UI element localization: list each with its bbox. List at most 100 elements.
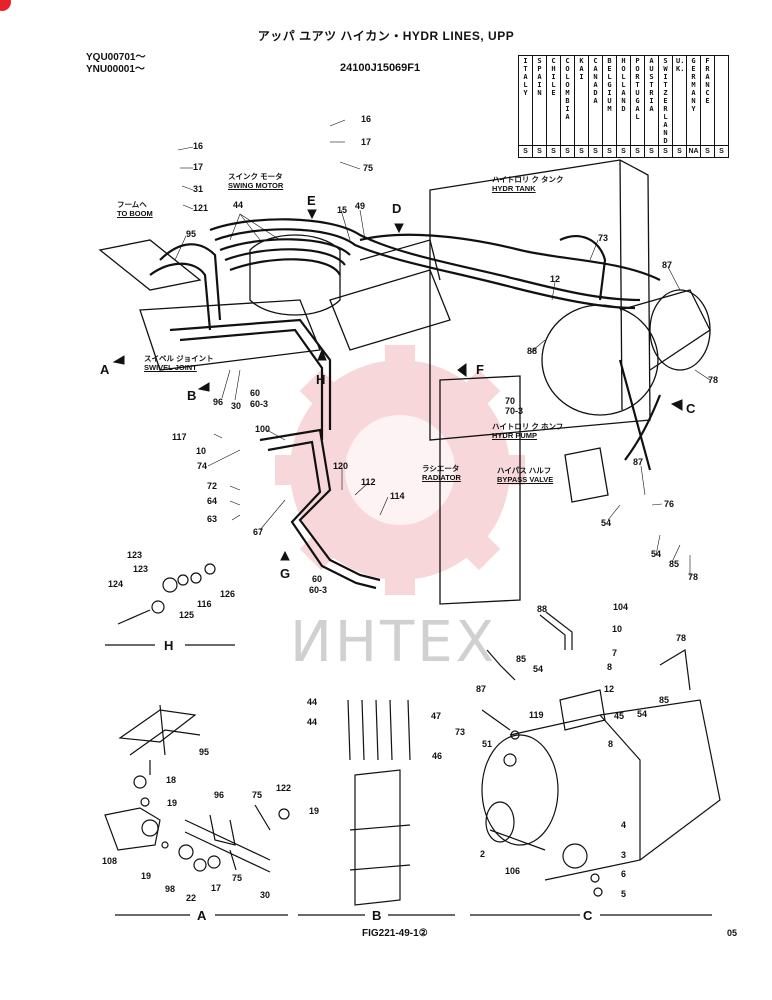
view-letter-f: F xyxy=(476,362,484,377)
callout-76: 76 xyxy=(664,499,675,509)
country-code-cell: S xyxy=(630,145,645,158)
c-callout-87: 87 xyxy=(476,684,487,694)
country-name: KAI xyxy=(579,57,584,81)
country-name: U.K. xyxy=(676,57,685,73)
figure-number: FIG221-49-1② xyxy=(362,928,428,939)
section-label-a: A xyxy=(197,908,207,923)
serial-range-1: YQU00701～ xyxy=(86,52,146,63)
callout-16-top: 16 xyxy=(361,114,372,124)
c-callout-85: 85 xyxy=(516,654,527,664)
callout-78: 78 xyxy=(708,375,719,385)
country-name: SPAIN xyxy=(537,57,542,97)
country-name: ITALY xyxy=(523,57,528,97)
c-callout-10: 10 xyxy=(612,624,623,634)
callout-16: 16 xyxy=(193,141,204,151)
serial-range: YQU00701～ YNU00001～ xyxy=(86,52,145,76)
c-callout-85-b: 85 xyxy=(659,695,670,705)
c-callout-3: 3 xyxy=(621,850,627,860)
c-callout-12: 12 xyxy=(604,684,615,694)
callout-114: 114 xyxy=(390,491,405,501)
a-callout-30: 30 xyxy=(260,890,271,900)
c-callout-6: 6 xyxy=(621,869,627,879)
view-letter-b: B xyxy=(187,388,197,403)
callout-88: 88 xyxy=(527,346,538,356)
a-callout-108: 108 xyxy=(102,856,118,866)
hydr-pump-label: ハイトロリ ク ホンフ HYDR PUMP xyxy=(492,422,564,440)
callout-17-top: 17 xyxy=(361,137,372,147)
country-name: COLOMBIA xyxy=(565,57,570,121)
radiator-label: ラシエータ RADIATOR xyxy=(422,464,461,482)
b-callout-44: 44 xyxy=(307,697,318,707)
callout-87: 87 xyxy=(662,260,673,270)
a-callout-19-b: 19 xyxy=(141,871,152,881)
view-letter-a: A xyxy=(100,362,110,377)
callout-121: 121 xyxy=(193,203,209,213)
swivel-joint-label: スイベル ジョイント SWIVEL JOINT xyxy=(144,354,214,372)
detail-a xyxy=(104,704,290,916)
hydr-tank-outline xyxy=(429,159,651,441)
country-name-cell: AUSTRIA xyxy=(644,55,659,146)
callout-120: 120 xyxy=(333,461,349,471)
detail-c xyxy=(470,611,721,916)
h-callout-116: 116 xyxy=(197,599,212,609)
view-letter-d: D xyxy=(392,201,402,216)
c-callout-104: 104 xyxy=(613,602,629,612)
serial-range-2: YNU00001～ xyxy=(86,64,145,75)
a-callout-17: 17 xyxy=(211,883,222,893)
hydr-pump-outline xyxy=(541,304,659,416)
c-callout-78: 78 xyxy=(676,633,687,643)
c-callout-8: 8 xyxy=(607,662,613,672)
callout-60-lower: 60 xyxy=(312,574,323,584)
detail-b xyxy=(298,699,455,916)
country-code-cell: S xyxy=(532,145,547,158)
callout-54: 54 xyxy=(601,518,612,528)
callout-78-b: 78 xyxy=(688,572,699,582)
to-boom-frame xyxy=(98,239,202,291)
b-callout-19: 19 xyxy=(309,806,320,816)
callout-112: 112 xyxy=(361,477,376,487)
country-code-cell: S xyxy=(546,145,561,158)
callout-17: 17 xyxy=(193,162,204,172)
hydr-tank-label: ハイトロリ ク タンク HYDR TANK xyxy=(492,175,564,193)
h-callout-126: 126 xyxy=(220,589,236,599)
watermark-text: ИНТЕХ xyxy=(290,610,497,675)
a-callout-18: 18 xyxy=(166,775,177,785)
to-boom-label: フームヘ TO BOOM xyxy=(117,200,153,218)
country-name: SWITZER LAND xyxy=(663,57,668,145)
country-name-cell: PORTUGAL xyxy=(630,55,645,146)
view-letter-c: C xyxy=(686,401,696,416)
swing-motor xyxy=(249,234,341,316)
c-callout-5: 5 xyxy=(621,889,627,899)
country-code-cell: S xyxy=(518,145,533,158)
country-code-cell: S xyxy=(714,145,729,158)
c-callout-54-b: 54 xyxy=(637,709,648,719)
country-name: BELGIUM xyxy=(607,57,612,113)
c-callout-73: 73 xyxy=(455,727,466,737)
c-callout-88: 88 xyxy=(537,604,548,614)
section-label-b: B xyxy=(372,908,382,923)
callout-95: 95 xyxy=(186,229,197,239)
callout-70-3: 70-3 xyxy=(505,406,524,416)
country-name: HOLLAND xyxy=(621,57,626,113)
page-number: 05 xyxy=(727,928,738,938)
country-name: PORTUGAL xyxy=(635,57,640,121)
c-callout-106: 106 xyxy=(505,866,521,876)
section-label-h: H xyxy=(164,638,174,653)
callout-44: 44 xyxy=(233,200,244,210)
h-callout-124: 124 xyxy=(108,579,124,589)
a-callout-19: 19 xyxy=(167,798,178,808)
callout-85: 85 xyxy=(669,559,680,569)
callout-60: 60 xyxy=(250,388,261,398)
callout-30: 30 xyxy=(231,401,242,411)
c-callout-7: 7 xyxy=(612,648,618,658)
callout-73: 73 xyxy=(598,233,609,243)
view-letter-h: H xyxy=(316,372,326,387)
callout-10: 10 xyxy=(196,446,207,456)
swivel-joint xyxy=(139,299,321,371)
callout-15: 15 xyxy=(337,205,348,215)
a-callout-98: 98 xyxy=(165,884,176,894)
c-callout-54: 54 xyxy=(533,664,544,674)
h-callout-123-b: 123 xyxy=(133,564,149,574)
radiator-outline xyxy=(439,375,521,605)
